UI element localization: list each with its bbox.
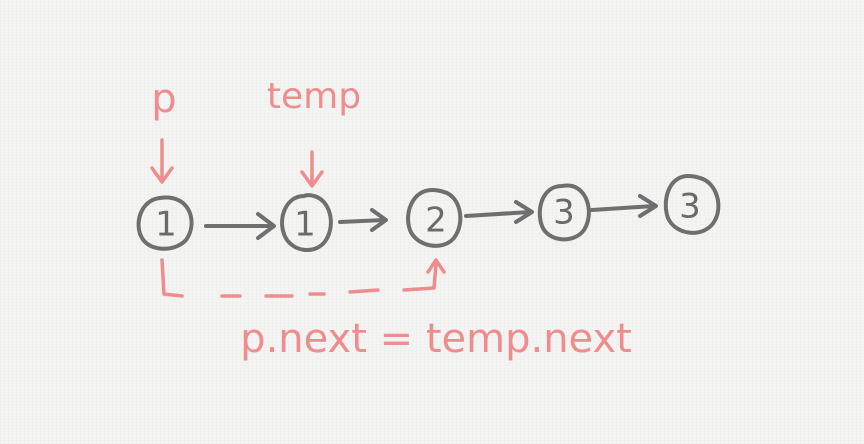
pointer-temp-arrow <box>300 150 324 188</box>
reroute-segment-end <box>402 262 438 292</box>
node-4-value: 3 <box>553 193 575 233</box>
node-2-value: 1 <box>294 205 316 245</box>
list-node-3: 2 <box>406 188 463 248</box>
next-arrow-4 <box>590 194 658 218</box>
node-1-value: 1 <box>155 205 177 245</box>
list-node-1: 1 <box>136 195 194 251</box>
list-node-5: 3 <box>663 174 721 235</box>
formula-label: p.next = temp.next <box>240 316 632 362</box>
pointer-label-p: p <box>151 76 176 122</box>
list-node-2: 1 <box>280 193 333 253</box>
reroute-dash <box>348 288 380 294</box>
reroute-arrowhead <box>426 258 446 274</box>
node-5-value: 3 <box>679 187 701 227</box>
reroute-segment-start <box>160 258 184 298</box>
node-3-value: 2 <box>425 201 447 241</box>
next-arrow-2 <box>338 208 388 232</box>
next-arrow-1 <box>204 212 276 240</box>
list-node-4: 3 <box>537 183 591 242</box>
pointer-p-arrow <box>150 138 174 184</box>
reroute-path <box>160 258 446 298</box>
pointer-label-temp: temp <box>267 76 361 117</box>
next-arrow-3 <box>464 200 534 224</box>
